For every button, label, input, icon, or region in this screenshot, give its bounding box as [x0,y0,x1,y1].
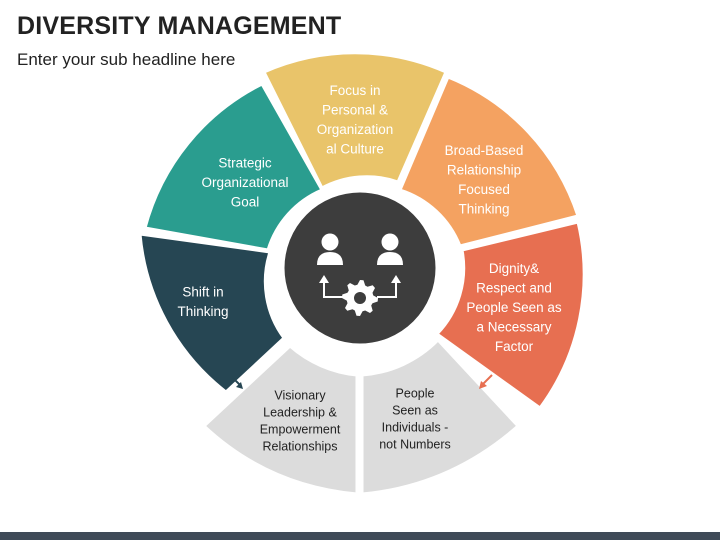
center-hub [281,189,439,347]
user-icon [317,233,343,265]
segment-label-line: a Necessary [476,319,551,334]
wheel-segment-grey-left [201,343,359,496]
segment-label-line: Goal [231,194,260,209]
footer-bar [0,532,720,540]
segment-label-line: Empowerment [260,423,341,437]
segments-layer [138,51,586,496]
segment-label-line: not Numbers [379,438,451,452]
segment-label-line: Focused [458,181,510,196]
wheel-segment-navy [138,232,287,394]
segment-label-line: Organizational [201,175,288,190]
segment-label-line: Relationships [262,440,337,454]
segment-label-line: al Culture [326,141,384,156]
arrow-up-icon [377,282,397,298]
segment-label-navy: Shift in Thinking [177,284,228,319]
arrow-down-left-icon [479,374,493,389]
segment-label-line: Factor [495,339,534,354]
wheel-segment-grey-right [360,337,521,496]
segment-label-line: Leadership & [263,406,337,420]
segment-label-line: Strategic [218,155,272,170]
segment-label-line: Relationship [447,162,521,177]
arrow-up-icon [323,282,343,298]
segment-label-line: Focus in [329,82,380,97]
arrow-up-icon [319,275,329,283]
segment-label-yellow: Focus in Personal & Organization al Culture [317,82,394,156]
segment-label-line: People Seen as [466,300,562,315]
segment-label-line: Personal & [322,102,388,117]
segment-label-line: Thinking [458,201,509,216]
segment-label-line: Individuals - [382,421,449,435]
gear-hole [354,292,366,304]
segment-label-line: Thinking [177,303,228,318]
user-icon [377,233,403,265]
gear-icon [342,280,378,316]
page-subtitle: Enter your sub headline here [17,50,236,69]
segment-label-line: Seen as [392,404,438,418]
segment-label-line: Shift in [182,284,223,299]
page-title: DIVERSITY MANAGEMENT [17,12,342,40]
segment-label-line: Broad-Based [445,142,524,157]
arrow-up-icon [391,275,401,283]
wheel-segment-teal [143,82,325,252]
wheel-segment-red [434,220,586,411]
segment-label-line: Dignity& [489,261,539,276]
segment-label-line: Organization [317,121,394,136]
wheel-segment-orange [397,75,580,248]
segment-label-line: Visionary [274,389,326,403]
wheel-segment-yellow [261,51,448,191]
segment-label-line: People [396,387,435,401]
segment-label-line: Respect and [476,280,552,295]
arrow-down-right-icon [230,375,243,389]
